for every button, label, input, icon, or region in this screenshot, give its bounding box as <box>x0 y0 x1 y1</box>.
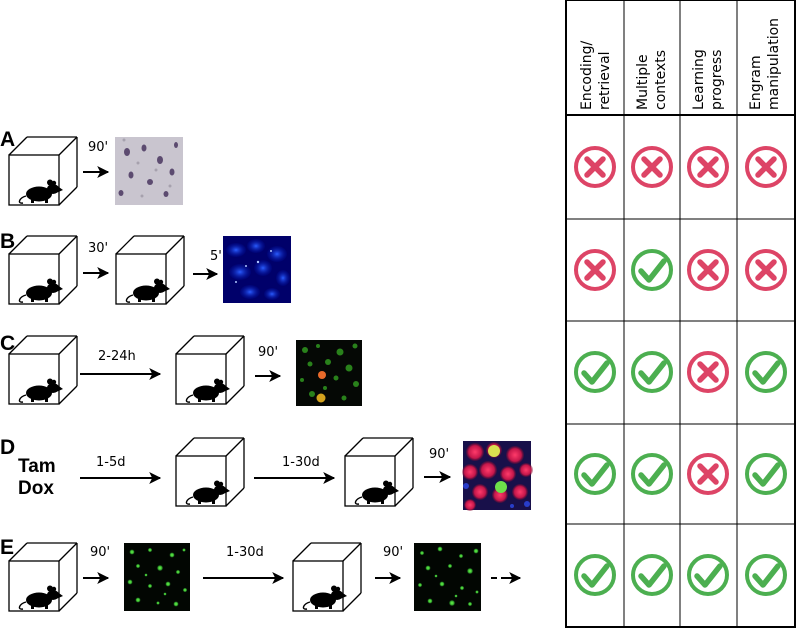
check-circle-icon <box>689 556 727 594</box>
micrograph-green-red <box>296 340 362 406</box>
column-header-encoding-retrieval: Encoding/ retrieval <box>579 40 613 110</box>
panel-letter: A <box>0 128 15 151</box>
panel-letter: D <box>0 436 15 459</box>
cage-box-icon <box>175 437 245 507</box>
drug-label-dox: Dox <box>18 478 54 499</box>
cross-circle-icon <box>747 251 785 289</box>
cross-circle-icon <box>747 148 785 186</box>
drug-label-tam: Tam <box>18 456 56 477</box>
cross-circle-icon <box>689 353 727 391</box>
check-circle-icon <box>747 556 785 594</box>
check-circle-icon <box>576 455 614 493</box>
cross-circle-icon <box>576 148 614 186</box>
interval-label: 30' <box>88 241 108 256</box>
panel-c: C 2-24h 90' <box>0 332 362 406</box>
check-circle-icon <box>633 455 671 493</box>
column-header-engram-manipulation: Engram manipulation <box>748 18 782 110</box>
header-line-2: retrieval <box>597 51 613 110</box>
interval-label: 2-24h <box>98 349 136 364</box>
cross-circle-icon <box>576 251 614 289</box>
check-circle-icon <box>633 556 671 594</box>
cage-box-icon <box>175 335 245 405</box>
interval-label: 1-30d <box>282 455 320 470</box>
header-line-2: manipulation <box>766 18 782 110</box>
interval-label: 90' <box>90 545 110 560</box>
cage-box-icon <box>115 235 185 305</box>
micrograph-dab-stain <box>115 137 183 205</box>
cage-box-icon <box>8 136 78 206</box>
panel-e: E 90' 1-30d 90' <box>0 536 522 612</box>
micrograph-red-green <box>462 441 533 511</box>
panel-letter: C <box>0 332 15 355</box>
cross-circle-icon <box>689 455 727 493</box>
panel-d: D Tam Dox 1-5d 1-30d 90' <box>0 436 533 511</box>
micrograph-blue-nuclei <box>223 236 291 303</box>
header-line-1: Multiple <box>635 54 651 110</box>
cage-box-icon <box>8 235 78 305</box>
panel-b: B 30' 5' <box>0 230 291 305</box>
header-line-1: Encoding/ <box>579 40 595 110</box>
cage-box-icon <box>344 437 414 507</box>
header-line-2: progress <box>709 50 725 110</box>
interval-label: 1-5d <box>96 455 126 470</box>
panel-letter: E <box>0 536 14 559</box>
check-circle-icon <box>633 353 671 391</box>
readout-table: Encoding/ retrieval Multiple contexts Le… <box>565 0 796 628</box>
header-line-1: Engram <box>748 55 764 110</box>
micrograph-green-dots-2 <box>414 543 481 611</box>
header-line-1: Learning <box>691 49 707 110</box>
micrograph-green-dots-1 <box>124 543 190 611</box>
check-circle-icon <box>747 455 785 493</box>
cage-box-icon <box>8 335 78 405</box>
cross-circle-icon <box>689 251 727 289</box>
interval-label: 90' <box>383 545 403 560</box>
interval-label: 1-30d <box>226 545 264 560</box>
panel-a: A 90' <box>0 128 183 206</box>
interval-label: 5' <box>210 249 222 264</box>
panel-letter: B <box>0 230 15 253</box>
interval-label: 90' <box>429 447 449 462</box>
interval-label: 90' <box>88 140 108 155</box>
column-header-learning-progress: Learning progress <box>691 49 725 110</box>
column-header-multiple-contexts: Multiple contexts <box>635 50 669 110</box>
cross-circle-icon <box>633 148 671 186</box>
check-circle-icon <box>633 251 671 289</box>
check-circle-icon <box>576 353 614 391</box>
interval-label: 90' <box>258 345 278 360</box>
header-line-2: contexts <box>653 50 669 110</box>
cage-box-icon <box>8 542 78 612</box>
check-circle-icon <box>747 353 785 391</box>
cross-circle-icon <box>689 148 727 186</box>
check-circle-icon <box>576 556 614 594</box>
cage-box-icon <box>292 542 362 612</box>
